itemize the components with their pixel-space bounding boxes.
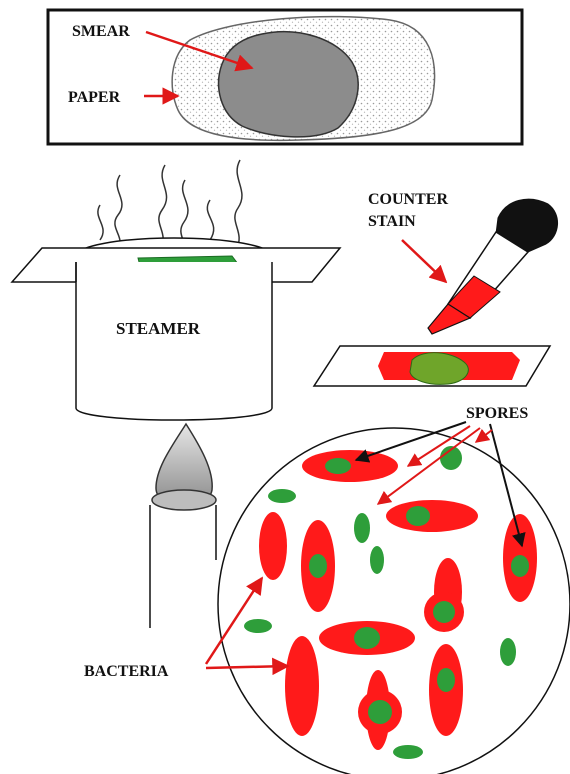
steamer: STEAMER (12, 238, 340, 420)
endospore (325, 458, 351, 474)
free-spore (370, 546, 384, 574)
counter-label: COUNTER (368, 191, 448, 208)
endospore (354, 627, 380, 649)
smear-label: SMEAR (72, 23, 130, 40)
bacterium-cell (386, 500, 478, 532)
steamer-label: STEAMER (116, 319, 201, 338)
spores-label: SPORES (466, 405, 528, 422)
free-spore (393, 745, 423, 759)
free-spore (354, 513, 370, 543)
endospore (511, 555, 529, 577)
free-spore (500, 638, 516, 666)
endospore (309, 554, 327, 578)
smear-panel: SMEAR PAPER (48, 10, 522, 144)
endospore (406, 506, 430, 526)
counterstain-dropper: COUNTER STAIN (368, 191, 558, 334)
bacterium-cell (259, 512, 287, 580)
bacterium-cell (285, 636, 319, 736)
endospore (437, 668, 455, 692)
bacteria-label: BACTERIA (84, 663, 169, 680)
free-spore (244, 619, 272, 633)
free-spore (268, 489, 296, 503)
bunsen-burner (150, 424, 216, 628)
counterstain-arrow (402, 240, 446, 282)
smear-shape (219, 32, 359, 137)
counterstained-slide (314, 346, 550, 386)
stain-label: STAIN (368, 213, 416, 230)
spores-arrow-red-3 (476, 430, 492, 442)
endospore (433, 601, 455, 623)
endospore (368, 700, 392, 724)
paper-label: PAPER (68, 89, 121, 106)
